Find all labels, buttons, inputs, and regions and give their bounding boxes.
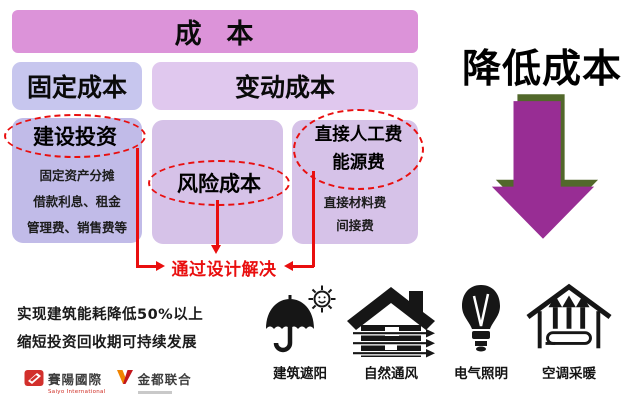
fixed-detail-item: 固定资产分摊 — [39, 168, 115, 184]
variable-detail-item: 间接费 — [336, 218, 374, 233]
variable-detail-item: 直接材料费 — [323, 195, 387, 210]
jindu-logo-icon — [116, 370, 133, 384]
design-solution-label: 通过设计解决 — [171, 260, 277, 280]
direct-labor-label: 直接人工费 — [314, 125, 403, 146]
risk-cost-highlight: 风险成本 — [148, 160, 290, 206]
risk-cost-label: 风险成本 — [177, 172, 261, 196]
big-down-arrow-icon — [491, 94, 599, 239]
light-bulb-icon — [457, 283, 505, 362]
connector-middle-vertical — [216, 200, 219, 246]
connector-left-horizontal — [136, 265, 157, 268]
footer-logos: 賽陽國際 Saiyo International 金都联合 — [24, 369, 192, 395]
arrowhead-right-icon — [156, 261, 165, 271]
house-heating-icon — [526, 283, 612, 362]
strategy-lighting: 电气照明 — [448, 283, 514, 382]
strategy-ventilation: 自然通风 — [344, 283, 438, 382]
fixed-detail-item: 管理费、销售费等 — [26, 219, 127, 235]
jindu-logo-subtitle-placeholder — [137, 391, 172, 394]
construction-investment-highlight: 建设投资 — [4, 114, 146, 158]
energy-fee-label: 能源费 — [332, 152, 385, 173]
saiyo-logo-name: 賽陽國際 — [48, 372, 103, 387]
benefit-line-1: 实现建筑能耗降低50%以上 — [17, 307, 204, 323]
strategy-label: 建筑遮阳 — [273, 366, 327, 382]
umbrella-sun-icon — [262, 283, 338, 362]
connector-left-vertical — [136, 148, 139, 267]
fixed-detail-item: 借款利息、租金 — [33, 193, 121, 209]
reduce-cost-title: 降低成本 — [461, 47, 622, 92]
strategy-hvac: 空调采暖 — [524, 283, 614, 382]
saiyo-logo-icon — [24, 370, 44, 386]
saiyo-logo-subtitle: Saiyo International — [48, 389, 106, 395]
house-ventilation-icon — [347, 283, 435, 362]
jindu-logo-name: 金都联合 — [137, 372, 192, 387]
strategy-label: 空调采暖 — [542, 366, 596, 382]
strategy-label: 自然通风 — [364, 366, 418, 382]
connector-right-vertical — [312, 171, 315, 267]
strategy-shading: 建筑遮阳 — [258, 283, 342, 382]
connector-right-horizontal — [293, 265, 314, 268]
variable-cost-box: 变动成本 — [152, 62, 418, 110]
fixed-cost-box: 固定成本 — [12, 62, 142, 110]
benefit-line-2: 缩短投资回收期可持续发展 — [17, 335, 197, 351]
labor-energy-highlight: 直接人工费 能源费 — [293, 109, 424, 190]
construction-investment-label: 建设投资 — [33, 125, 117, 149]
cost-header-box: 成 本 — [12, 10, 418, 53]
arrowhead-left-icon — [284, 261, 293, 271]
strategy-label: 电气照明 — [454, 366, 508, 382]
arrowhead-down-icon — [211, 245, 221, 254]
